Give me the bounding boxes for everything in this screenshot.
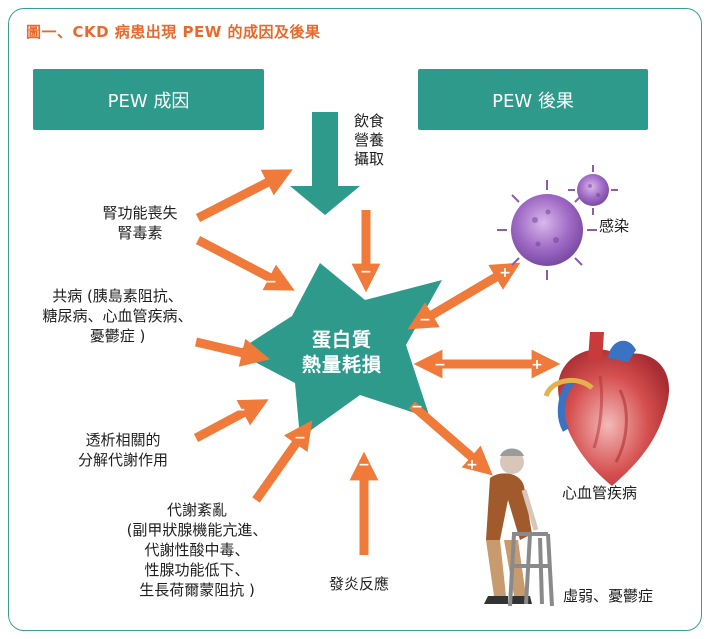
cause-renal-line1: 腎功能喪失 [102,204,178,222]
arrow-center-infection [407,262,521,330]
effect-infection-label: 感染 [599,217,630,235]
header-pew-causes: PEW 成因 [33,69,264,130]
arrow-dialysis-to-center [193,399,269,442]
cause-renal-line2: 腎毒素 [117,224,163,242]
cause-metabolic-label: 代謝紊亂 (副甲狀腺機能亢進、 代謝性酸中毒、 性腺功能低下、 生長荷爾蒙阻抗 … [102,500,292,600]
cause-comorbid-label: 共病 (胰島素阻抗、 糖尿病、心血管疾病、 憂鬱症 ) [20,286,215,346]
cause-renal-label: 腎功能喪失 腎毒素 [80,203,200,243]
sign-infection-minus: − [419,312,431,328]
cause-comorbid-line2: 糖尿病、心血管疾病、 [42,307,193,325]
intake-arrow-shape [290,112,360,215]
center-label-line1: 蛋白質 [311,329,372,351]
center-label: 蛋白質 熱量耗損 [272,328,412,378]
elderly-walker-icon [484,448,554,607]
sign-intake-minus: − [360,264,372,280]
sign-inflammation-minus: − [358,457,370,473]
cause-metabolic-line3: 代謝性酸中毒、 [144,541,250,559]
heart-icon [543,332,670,486]
arrow-renal-to-center [195,236,295,291]
cause-dialysis-line1: 透析相關的 [85,431,161,449]
cause-dialysis-line2: 分解代謝作用 [77,451,168,469]
intake-label-line1: 飲食 [353,112,384,130]
arrow-center-frailty [409,401,493,476]
cause-metabolic-line4: 性腺功能低下、 [144,561,250,579]
sign-dialysis-minus: − [234,402,246,418]
arrow-metabolic-to-center [252,420,313,503]
arrow-renal-to-intake [195,169,293,223]
sign-renal-minus: − [265,274,277,290]
sign-metabolic-minus: − [294,430,306,446]
arrow-comorbid-to-center [194,337,271,367]
cause-dialysis-label: 透析相關的 分解代謝作用 [58,430,188,470]
sign-frailty-minus: − [411,399,423,415]
sign-infection-plus: + [499,265,511,281]
sign-cardio-minus: − [434,357,446,373]
cause-metabolic-line5: 生長荷爾蒙阻抗 ) [139,581,255,599]
cause-comorbid-line3: 憂鬱症 ) [89,327,146,345]
figure-title: 圖一、CKD 病患出現 PEW 的成因及後果 [26,23,321,41]
header-pew-consequences: PEW 後果 [418,69,648,130]
effect-frailty-label: 虛弱、憂鬱症 [563,587,654,605]
cause-metabolic-line2: (副甲狀腺機能亢進、 [126,521,268,539]
cause-inflammation-label: 發炎反應 [329,575,390,593]
center-star-shape [236,263,442,438]
intake-label-line2: 營養 [353,131,384,149]
intake-label-line3: 攝取 [353,150,384,168]
effect-cardio-label: 心血管疾病 [562,484,638,502]
sign-frailty-plus: + [466,457,478,473]
intake-label: 飲食 營養 攝取 [352,112,386,169]
sign-cardio-plus: + [531,357,543,373]
center-label-line2: 熱量耗損 [301,354,382,376]
cause-metabolic-line1: 代謝紊亂 [166,501,227,519]
figure-frame [8,8,702,631]
cause-comorbid-line1: 共病 (胰島素阻抗、 [52,287,183,305]
virus-icon [497,165,618,280]
